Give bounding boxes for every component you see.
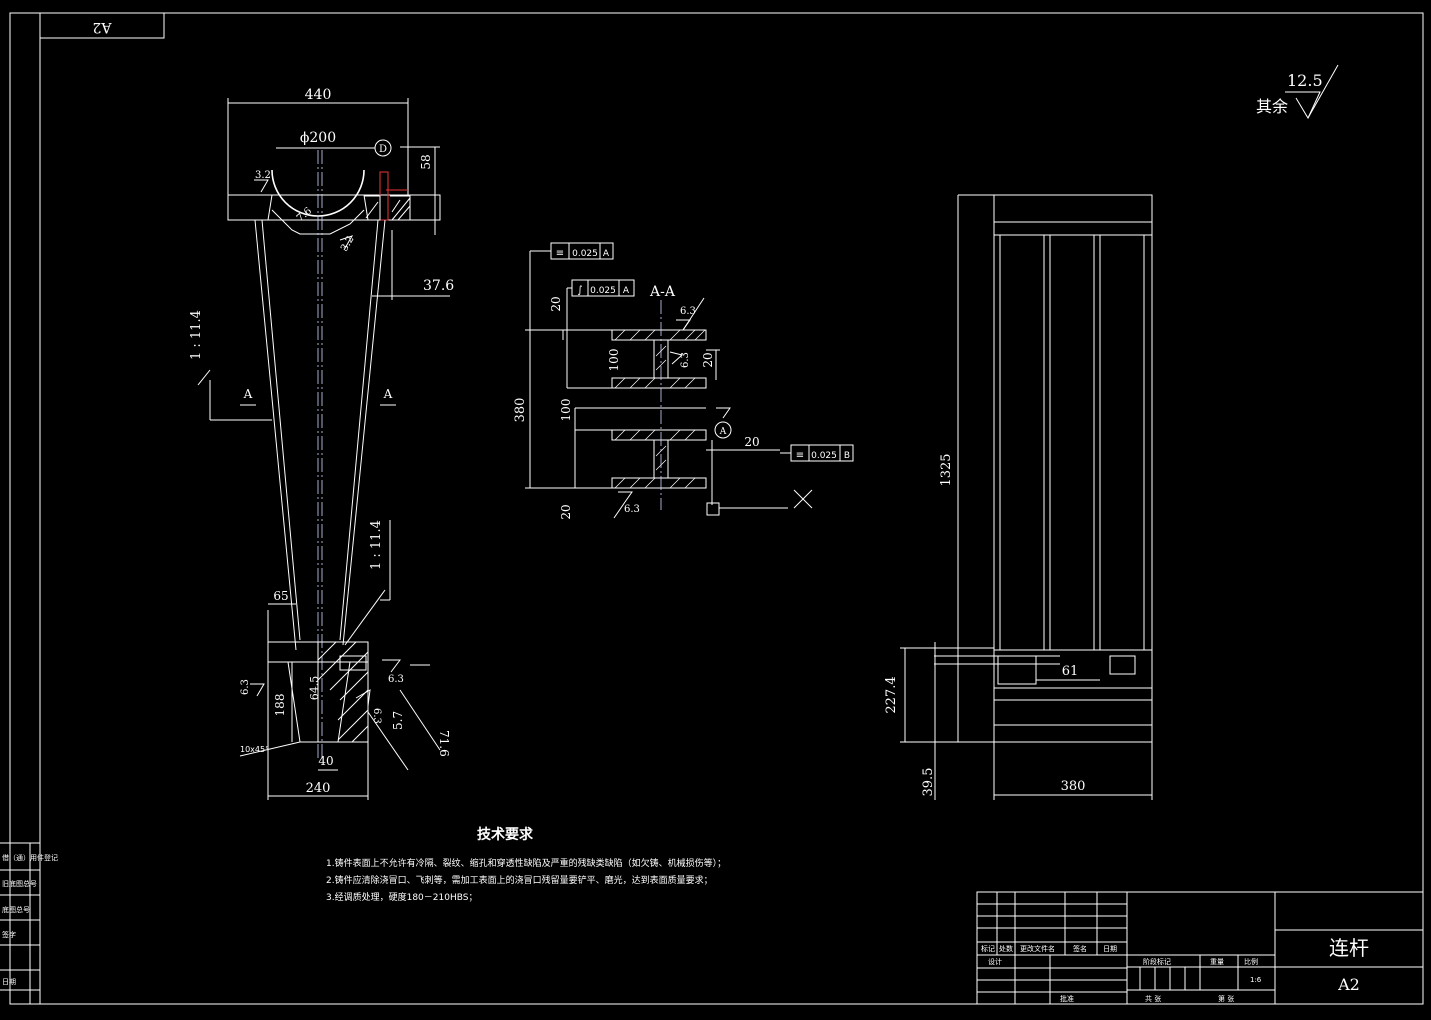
strip-3: 底图总号 bbox=[2, 905, 30, 914]
tb-weight: 重量 bbox=[1210, 958, 1224, 966]
dim-20-b: 20 bbox=[559, 504, 573, 519]
rough-sec-b: 6.3 bbox=[680, 352, 691, 368]
tech-requirements: 技术要求 1.铸件表面上不允许有冷隔、裂纹、缩孔和穿透性缺陷及严重的残缺类缺陷（… bbox=[326, 826, 726, 903]
side-view: 1325 61 227.4 39.5 380 bbox=[884, 194, 1153, 800]
dim-20-a: 20 bbox=[549, 296, 563, 311]
tb-stage: 阶段标记 bbox=[1143, 957, 1171, 966]
corner-tag: A2 bbox=[92, 19, 112, 35]
dim-58: 58 bbox=[419, 154, 433, 169]
tb-label-file: 更改文件名 bbox=[1020, 944, 1055, 953]
hatch-ibeam bbox=[614, 329, 706, 489]
tb-label-count: 处数 bbox=[999, 944, 1013, 953]
tech-line-2: 2.铸件应清除浇冒口、飞刺等，需加工表面上的浇冒口残留量要铲平、磨光，达到表面质… bbox=[326, 874, 713, 886]
dim-phi200: ϕ200 bbox=[300, 130, 336, 146]
tol2-value: 0.025 bbox=[590, 286, 616, 296]
tech-line-1: 1.铸件表面上不允许有冷隔、裂纹、缩孔和穿透性缺陷及严重的残缺类缺陷（如欠铸、机… bbox=[326, 857, 726, 869]
tol2-symbol: ∫ bbox=[577, 285, 582, 296]
dim-380-side: 380 bbox=[1061, 779, 1086, 794]
title-block: 标记 处数 更改文件名 签名 日期 设计 批准 阶段标记 重量 比例 1:6 共… bbox=[976, 891, 1424, 1005]
sheet-border bbox=[9, 12, 1424, 1005]
tb-label-sign: 签名 bbox=[1073, 944, 1087, 953]
roughness-symbol bbox=[1285, 91, 1321, 120]
strip-1: 借（通）用件登记 bbox=[2, 853, 58, 862]
dim-380-sec: 380 bbox=[513, 398, 528, 423]
tol1-symbol: ≡ bbox=[556, 248, 564, 259]
strip-4: 签字 bbox=[2, 930, 16, 939]
rough-6-3-a: 6.3 bbox=[240, 679, 251, 695]
section-a-left: A bbox=[243, 387, 253, 401]
tol1-datum: A bbox=[603, 249, 610, 259]
datum-a-label: A bbox=[719, 427, 727, 437]
tb-design: 设计 bbox=[988, 957, 1002, 966]
dim-20-d: 20 bbox=[744, 435, 759, 449]
strip-2: 旧底图总号 bbox=[2, 879, 37, 888]
dim-64-5: 64.5 bbox=[308, 676, 321, 701]
datum-d-label: D bbox=[379, 144, 387, 155]
chamfer-label: 10x45° bbox=[240, 745, 269, 754]
rough-7-6: 7.6 bbox=[295, 206, 314, 225]
rough-sec-c: 6.3 bbox=[624, 504, 640, 515]
rough-3-2-b: 3.2 bbox=[339, 234, 356, 253]
rough-sec-a: 6.3 bbox=[680, 306, 696, 317]
taper-bot: 1 : 11.4 bbox=[369, 520, 384, 570]
dim-37-6: 37.6 bbox=[423, 278, 454, 294]
rough-6-3-c: 6.3 bbox=[371, 708, 382, 724]
roughness-note: 其余 12.5 bbox=[1256, 64, 1339, 120]
drawing-size: A2 bbox=[1337, 975, 1360, 994]
tol1-value: 0.025 bbox=[572, 249, 598, 259]
dim-71-6: 71.6 bbox=[437, 730, 451, 757]
tb-sheets: 共 张 bbox=[1145, 994, 1161, 1003]
dim-188: 188 bbox=[273, 694, 287, 717]
strip-5: 日期 bbox=[2, 978, 16, 986]
left-strip: 借（通）用件登记 旧底图总号 底图总号 签字 日期 bbox=[0, 842, 58, 1004]
dim-440: 440 bbox=[305, 87, 332, 103]
hatch-big-end bbox=[364, 171, 411, 221]
dim-227-4: 227.4 bbox=[884, 676, 899, 713]
part-name: 连杆 bbox=[1329, 936, 1369, 960]
dim-40: 40 bbox=[318, 754, 333, 768]
dim-100-a: 100 bbox=[607, 349, 621, 372]
tol3-datum: B bbox=[844, 451, 850, 461]
dim-1325: 1325 bbox=[939, 453, 954, 486]
tol3-symbol: ≡ bbox=[796, 450, 804, 461]
roughness-value: 12.5 bbox=[1287, 71, 1323, 90]
tb-ratio: 比例 bbox=[1244, 957, 1258, 966]
dim-65: 65 bbox=[273, 589, 288, 603]
section-title: A-A bbox=[649, 284, 676, 300]
dim-5-7: 5.7 bbox=[391, 711, 405, 730]
roughness-prefix: 其余 bbox=[1256, 97, 1288, 116]
rough-3-2-a: 3.2 bbox=[255, 170, 271, 181]
tech-line-3: 3.经调质处理，硬度180－210HBS； bbox=[326, 891, 477, 903]
tb-approve: 批准 bbox=[1060, 994, 1074, 1003]
dim-61: 61 bbox=[1062, 664, 1079, 679]
tb-label-date: 日期 bbox=[1103, 945, 1117, 953]
dim-39-5: 39.5 bbox=[921, 768, 936, 797]
tech-title: 技术要求 bbox=[477, 826, 534, 843]
dim-100-b: 100 bbox=[559, 399, 573, 422]
tol3-value: 0.025 bbox=[811, 451, 837, 461]
dim-240: 240 bbox=[306, 781, 331, 796]
dim-20-c: 20 bbox=[701, 352, 715, 367]
tb-label-mark: 标记 bbox=[981, 944, 995, 953]
tb-sheet-no: 第 张 bbox=[1218, 994, 1234, 1003]
rough-6-3-b: 6.3 bbox=[388, 674, 404, 685]
section-view: A-A ≡ 0.025 A ∫ 0.025 A bbox=[513, 242, 854, 520]
datum-d-circle bbox=[374, 139, 392, 157]
taper-top: 1 : 11.4 bbox=[189, 310, 204, 360]
section-a-right: A bbox=[383, 387, 393, 401]
main-view: 440 ϕ200 D 58 3.2 7.6 3.2 bbox=[189, 87, 454, 800]
tol2-datum: A bbox=[623, 286, 630, 296]
tb-scale: 1:6 bbox=[1250, 976, 1262, 984]
hatch-small-end bbox=[317, 641, 369, 743]
